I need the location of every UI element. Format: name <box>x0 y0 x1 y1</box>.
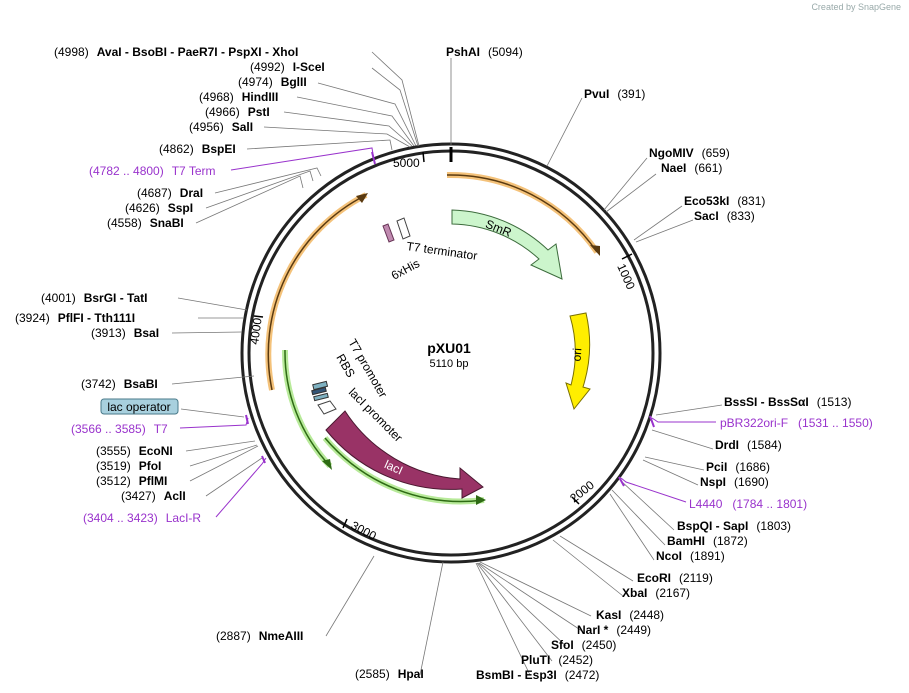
snapgene-credit: Created by SnapGene <box>811 2 901 12</box>
site-label-drai[interactable]: (4687)DraI <box>137 186 203 200</box>
tick-1000: 1000 <box>614 253 638 292</box>
site-label-saci[interactable]: SacI(833) <box>694 209 755 223</box>
plasmid-length: 5110 bp <box>430 358 469 370</box>
site-label-pshai[interactable]: PshAI(5094) <box>446 45 523 59</box>
site-label-pvui[interactable]: PvuI(391) <box>584 87 645 101</box>
svg-text:4000: 4000 <box>247 317 265 346</box>
site-label-ncoi[interactable]: NcoI(1891) <box>656 549 725 563</box>
site-label-kasi[interactable]: KasI(2448) <box>596 608 664 622</box>
site-label-sspi[interactable]: (4626)SspI <box>125 201 193 215</box>
site-label-eco53ki[interactable]: Eco53kI(831) <box>684 194 765 208</box>
primer-mark-pbr322 <box>649 415 655 428</box>
6xhis-feature[interactable] <box>382 223 395 243</box>
smr-label: SmR <box>484 217 514 240</box>
primer-label-t7term[interactable]: (4782 .. 4800)T7 Term <box>89 164 216 178</box>
site-label-naei[interactable]: NaeI(661) <box>661 161 722 175</box>
green-arrow-2 <box>324 437 485 503</box>
orange-arrow-left <box>267 194 367 391</box>
svg-text:lac operator: lac operator <box>107 400 170 414</box>
tick-4000: 4000 <box>247 315 265 346</box>
primer-mark-t7term <box>371 151 376 165</box>
site-label-bspqi[interactable]: BspQI - SapI(1803) <box>677 519 791 533</box>
site-label-xbai[interactable]: XbaI(2167) <box>622 586 690 600</box>
site-label-pflfi[interactable]: (3924)PflFI - Tth111I <box>15 311 135 325</box>
site-label-bspei[interactable]: (4862)BspEI <box>159 142 236 156</box>
site-label-drdi[interactable]: DrdI(1584) <box>715 438 782 452</box>
orange-arrow-top <box>446 174 598 253</box>
site-label-bsabi[interactable]: (3742)BsaBI <box>81 377 158 391</box>
site-label-nmeaiii[interactable]: (2887)NmeAIII <box>216 629 303 643</box>
primer-mark-t7 <box>245 414 249 425</box>
svg-text:5000: 5000 <box>393 156 420 170</box>
smr-feature[interactable] <box>451 209 563 280</box>
primer-label-pbr322ori-f[interactable]: pBR322ori-F(1531 .. 1550) <box>720 416 873 430</box>
lac-operator-callout[interactable]: lac operator <box>100 398 179 415</box>
site-label-bsmbi[interactable]: BsmBI - Esp3I(2472) <box>476 668 599 682</box>
site-label-bglii[interactable]: (4974)BglII <box>238 75 307 89</box>
site-label-hpai[interactable]: (2585)HpaI <box>355 667 424 681</box>
primer-labels: (4782 .. 4800)T7 Term pBR322ori-F(1531 .… <box>71 164 873 525</box>
svg-text:2000: 2000 <box>567 478 597 506</box>
site-label-nspi[interactable]: NspI(1690) <box>700 475 769 489</box>
site-label-econi[interactable]: (3555)EcoNI <box>96 444 173 458</box>
site-label-pluti[interactable]: PluTI(2452) <box>521 653 593 667</box>
site-label-snabi[interactable]: (4558)SnaBI <box>107 216 184 230</box>
green-arrow-2-head <box>476 495 486 505</box>
site-label-bamhi[interactable]: BamHI(1872) <box>667 534 748 548</box>
site-label-nari[interactable]: NarI *(2449) <box>577 623 651 637</box>
site-label-hindiii[interactable]: (4968)HindIII <box>199 90 278 104</box>
site-label-ecori[interactable]: EcoRI(2119) <box>637 571 713 585</box>
site-label-sfoi[interactable]: SfoI(2450) <box>551 638 616 652</box>
tick-5000: 5000 <box>393 151 425 170</box>
tick-2000: 2000 <box>567 478 597 506</box>
primer-label-l4440[interactable]: L4440(1784 .. 1801) <box>689 497 807 511</box>
site-label-pflmi[interactable]: (3512)PflMI <box>96 474 167 488</box>
site-labels: (4998)AvaI - BsoBI - PaeR7I - PspXI - Xh… <box>15 45 851 682</box>
site-label-bsrgi[interactable]: (4001)BsrGI - TatI <box>41 291 147 305</box>
site-label-ngomiv[interactable]: NgoMIV(659) <box>649 146 730 160</box>
t7-terminator-feature[interactable] <box>396 217 411 240</box>
tick-3000: 3000 <box>342 518 379 543</box>
laci-label: lacI <box>382 457 405 477</box>
primer-label-t7[interactable]: (3566 .. 3585)T7 <box>71 422 168 436</box>
site-label-acli[interactable]: (3427)AclI <box>121 489 186 503</box>
orange-arrow-left-head <box>356 193 368 203</box>
lac-operator-feature[interactable] <box>313 392 329 402</box>
laci-promoter-feature[interactable] <box>317 400 337 415</box>
ori-label: ori <box>570 348 585 362</box>
6xhis-label: 6xHis <box>389 256 422 282</box>
primer-mark-lacir <box>261 455 266 464</box>
site-label-pfoi[interactable]: (3519)PfoI <box>96 459 161 473</box>
primer-mark-l4440 <box>618 476 625 487</box>
t7-promoter-feature[interactable] <box>312 380 329 391</box>
site-label-bsai[interactable]: (3913)BsaI <box>91 326 159 340</box>
green-arrow-1-head <box>322 459 332 470</box>
ori-feature[interactable] <box>565 312 591 411</box>
laci-feature[interactable] <box>325 410 484 499</box>
site-label-xhoi-group[interactable]: (4998)AvaI - BsoBI - PaeR7I - PspXI - Xh… <box>54 45 298 59</box>
site-label-sali[interactable]: (4956)SalI <box>189 120 253 134</box>
green-arrow-1 <box>284 349 331 467</box>
orange-arrow-top-head <box>590 245 600 256</box>
primer-label-laci-r[interactable]: (3404 .. 3423)LacI-R <box>83 511 201 525</box>
site-label-pcii[interactable]: PciI(1686) <box>706 460 770 474</box>
plasmid-name: pXU01 <box>427 340 471 356</box>
site-label-bsssi[interactable]: BssSI - BssSαI(1513) <box>724 395 851 409</box>
site-label-psti[interactable]: (4966)PstI <box>205 105 270 119</box>
rbs-feature[interactable] <box>311 386 327 396</box>
site-label-i-scei[interactable]: (4992)I-SceI <box>250 60 325 74</box>
